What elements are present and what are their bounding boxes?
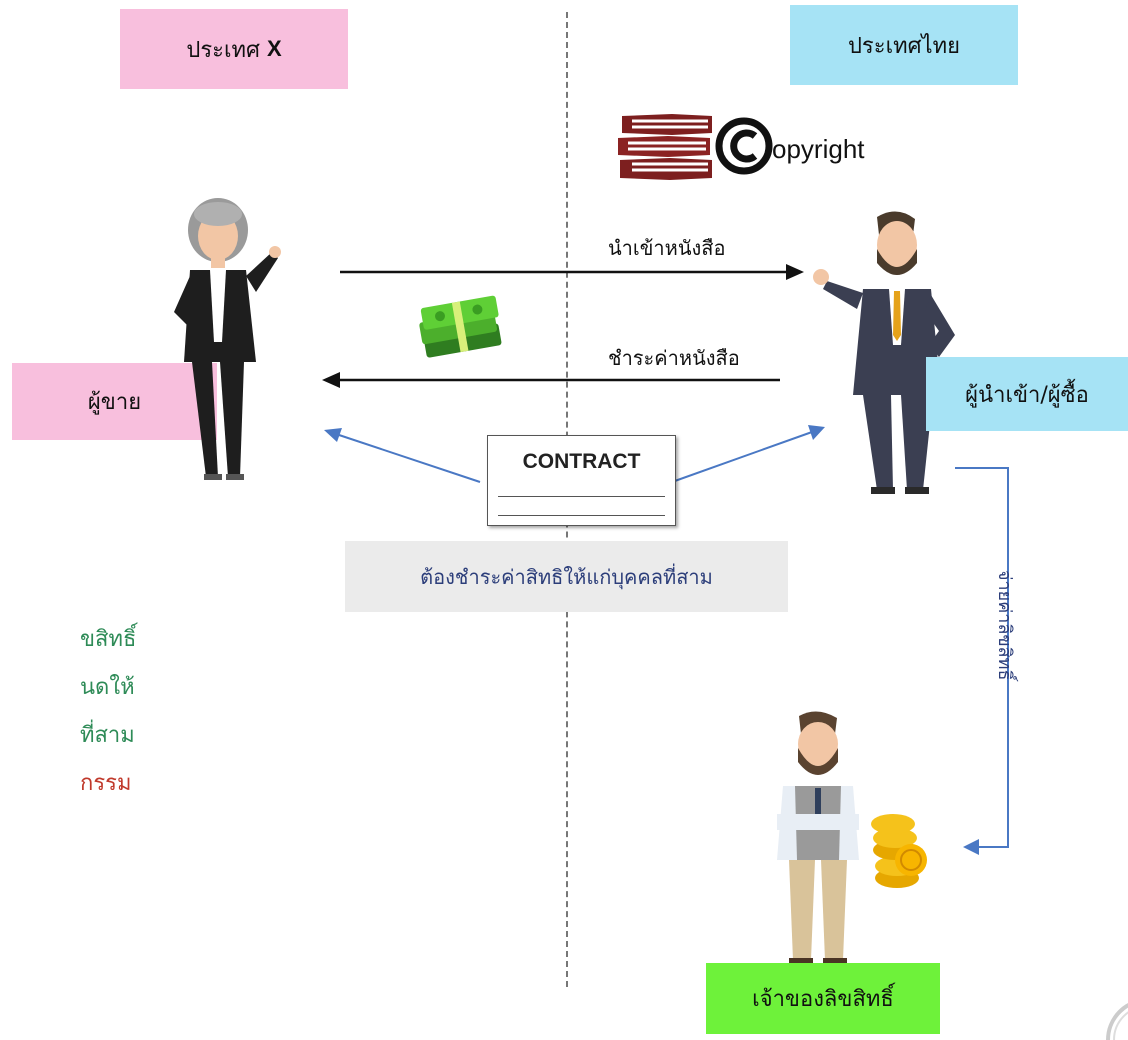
left-text-line-1: ขสิทธิ์ — [80, 627, 137, 652]
contract-line-2 — [498, 515, 665, 516]
copyright-owner-label: เจ้าของลิขสิทธิ์ — [706, 963, 940, 1034]
money-stack-icon — [419, 295, 502, 358]
third-party-note: ต้องชำระค่าสิทธิให้แก่บุคคลที่สาม — [345, 541, 788, 612]
import-books-label: นำเข้าหนังสือ — [608, 236, 726, 260]
contract-title: CONTRACT — [522, 450, 641, 473]
importer-figure — [813, 211, 955, 494]
gold-coins-icon — [871, 814, 927, 888]
copyright-symbol-icon — [715, 117, 773, 175]
import-arrow — [340, 264, 804, 280]
left-text-block: ขสิทธิ์ นดให้ ที่สาม กรรม — [80, 616, 136, 808]
royalty-payment-label: จ่ายค่าลิขสิทธิ์ — [994, 570, 1015, 681]
left-text-line-2: นดให้ — [80, 675, 135, 700]
corner-decoration — [1106, 1003, 1128, 1040]
contract-arrows — [324, 425, 825, 483]
copyright-owner-figure — [777, 711, 927, 966]
copyright-owner-label-text: เจ้าของลิขสิทธิ์ — [752, 987, 894, 1012]
third-party-note-text: ต้องชำระค่าสิทธิให้แก่บุคคลที่สาม — [420, 564, 713, 589]
copyright-word: opyright — [772, 134, 865, 164]
left-text-line-4: กรรม — [80, 771, 132, 796]
importer-label-text: ผู้นำเข้า/ผู้ซื้อ — [965, 382, 1089, 408]
country-thailand-text: ประเทศไทย — [847, 33, 961, 59]
importer-label: ผู้นำเข้า/ผู้ซื้อ — [926, 357, 1128, 431]
books-icon — [618, 114, 712, 180]
copyright-graphic: opyright — [618, 114, 865, 180]
contract-document: CONTRACT — [487, 435, 676, 526]
seller-figure — [174, 198, 281, 480]
country-x-label: ประเทศ X — [120, 9, 348, 89]
payment-label: ชำระค่าหนังสือ — [608, 346, 740, 370]
payment-arrow — [322, 372, 780, 388]
royalty-arrow — [955, 467, 1009, 855]
seller-label-text: ผู้ขาย — [87, 390, 142, 415]
country-x-prefix: ประเทศ — [186, 37, 260, 63]
country-x-letter: X — [266, 36, 282, 61]
contract-line-1 — [498, 496, 665, 497]
left-text-line-3: ที่สาม — [80, 723, 135, 748]
seller-label: ผู้ขาย — [12, 363, 217, 440]
country-thailand-label: ประเทศไทย — [790, 5, 1018, 85]
